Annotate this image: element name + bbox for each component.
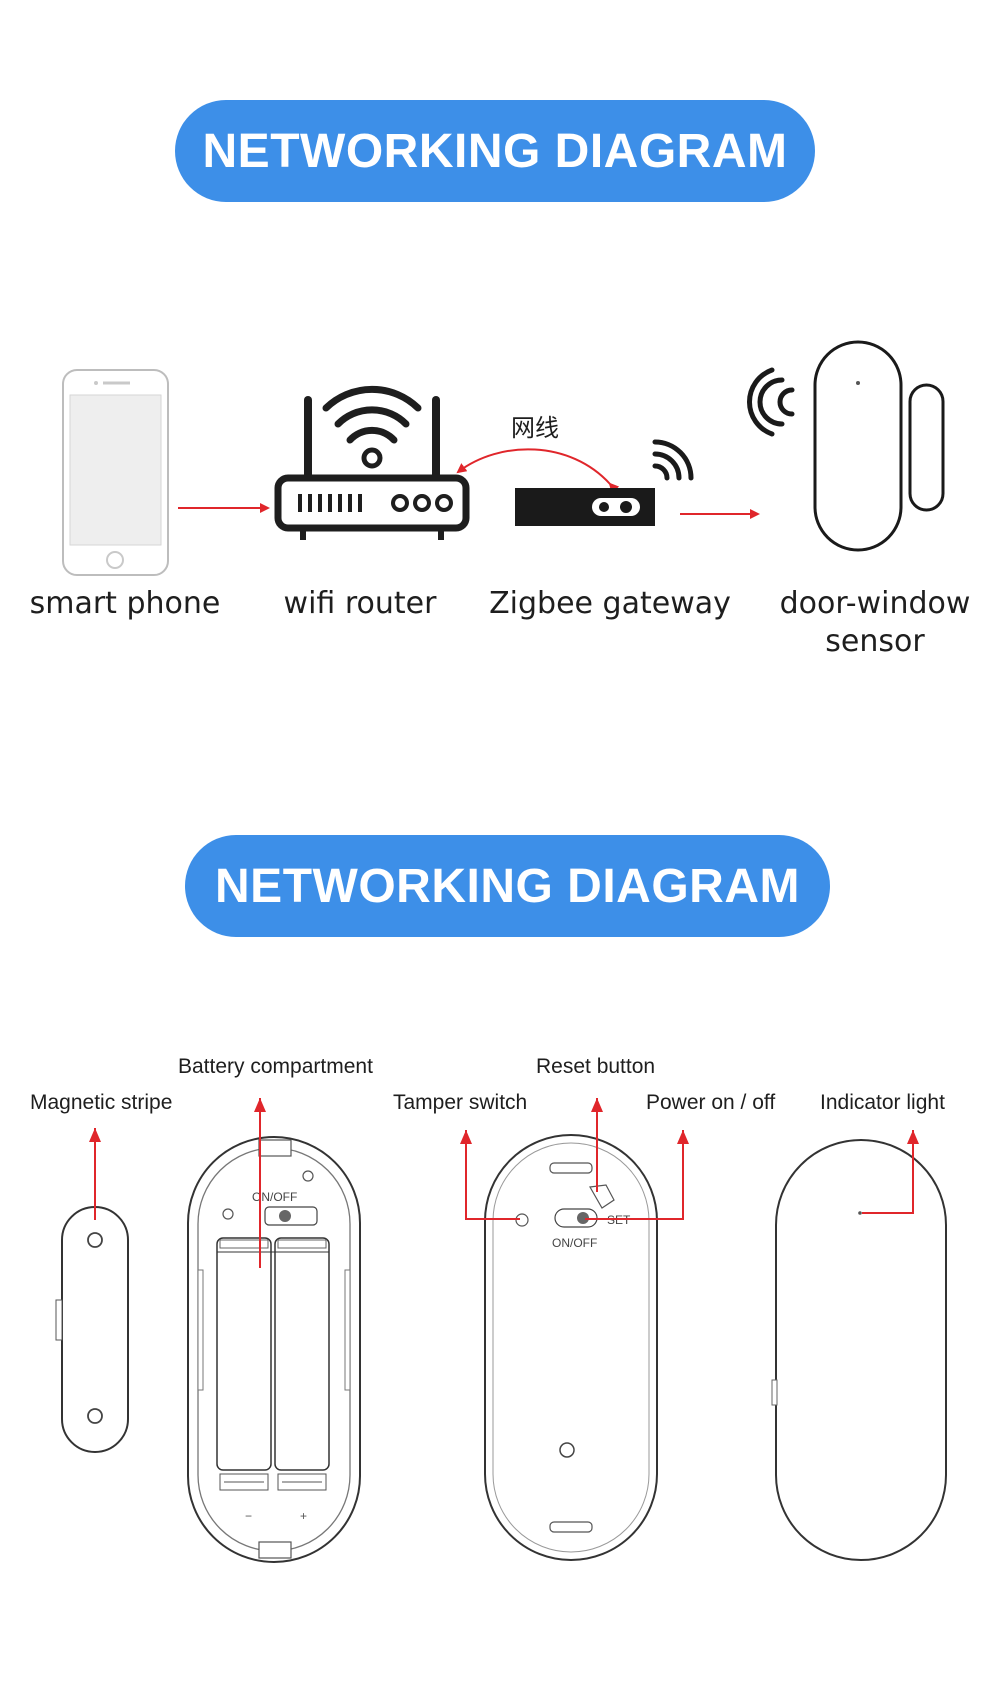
node-label-smart-phone: smart phone: [29, 586, 221, 621]
node-label-door-window-sensor: door-window sensor: [779, 586, 971, 659]
front-cover-part: [771, 1139, 947, 1561]
battery-compartment-part: ON/OFF − +: [187, 1136, 361, 1563]
onoff-marking-right: ON/OFF: [552, 1236, 597, 1250]
node-label-zigbee-gateway: Zigbee gateway: [489, 586, 731, 621]
magnet-strip-part: [55, 1206, 129, 1453]
svg-text:−: −: [245, 1509, 252, 1523]
onoff-marking-left: ON/OFF: [252, 1190, 297, 1204]
zigbee-gateway-icon: [515, 439, 694, 526]
label-indicator-light: Indicator light: [820, 1091, 945, 1114]
label-battery-compartment: Battery compartment: [178, 1055, 373, 1078]
label-reset-button: Reset button: [536, 1055, 656, 1078]
section-title-parts: NETWORKING DIAGRAM: [185, 835, 830, 937]
label-magnetic-stripe: Magnetic stripe: [30, 1091, 173, 1114]
cable-label: 网线: [511, 414, 559, 442]
back-cover-part: SET ON/OFF: [484, 1134, 658, 1561]
wifi-router-icon: [274, 385, 470, 540]
node-label-wifi-router: wifi router: [283, 586, 437, 621]
svg-text:+: +: [300, 1509, 307, 1523]
label-power-on-off: Power on / off: [646, 1091, 776, 1114]
section-title-networking: NETWORKING DIAGRAM: [175, 100, 815, 202]
leader-tamper: [460, 1130, 520, 1220]
door-window-sensor-icon: [746, 340, 945, 552]
leader-indicator: [862, 1130, 919, 1214]
label-tamper-switch: Tamper switch: [393, 1091, 528, 1114]
cable-arrow: [456, 448, 620, 494]
smart-phone-icon: [62, 369, 169, 576]
leader-power: [585, 1130, 689, 1220]
